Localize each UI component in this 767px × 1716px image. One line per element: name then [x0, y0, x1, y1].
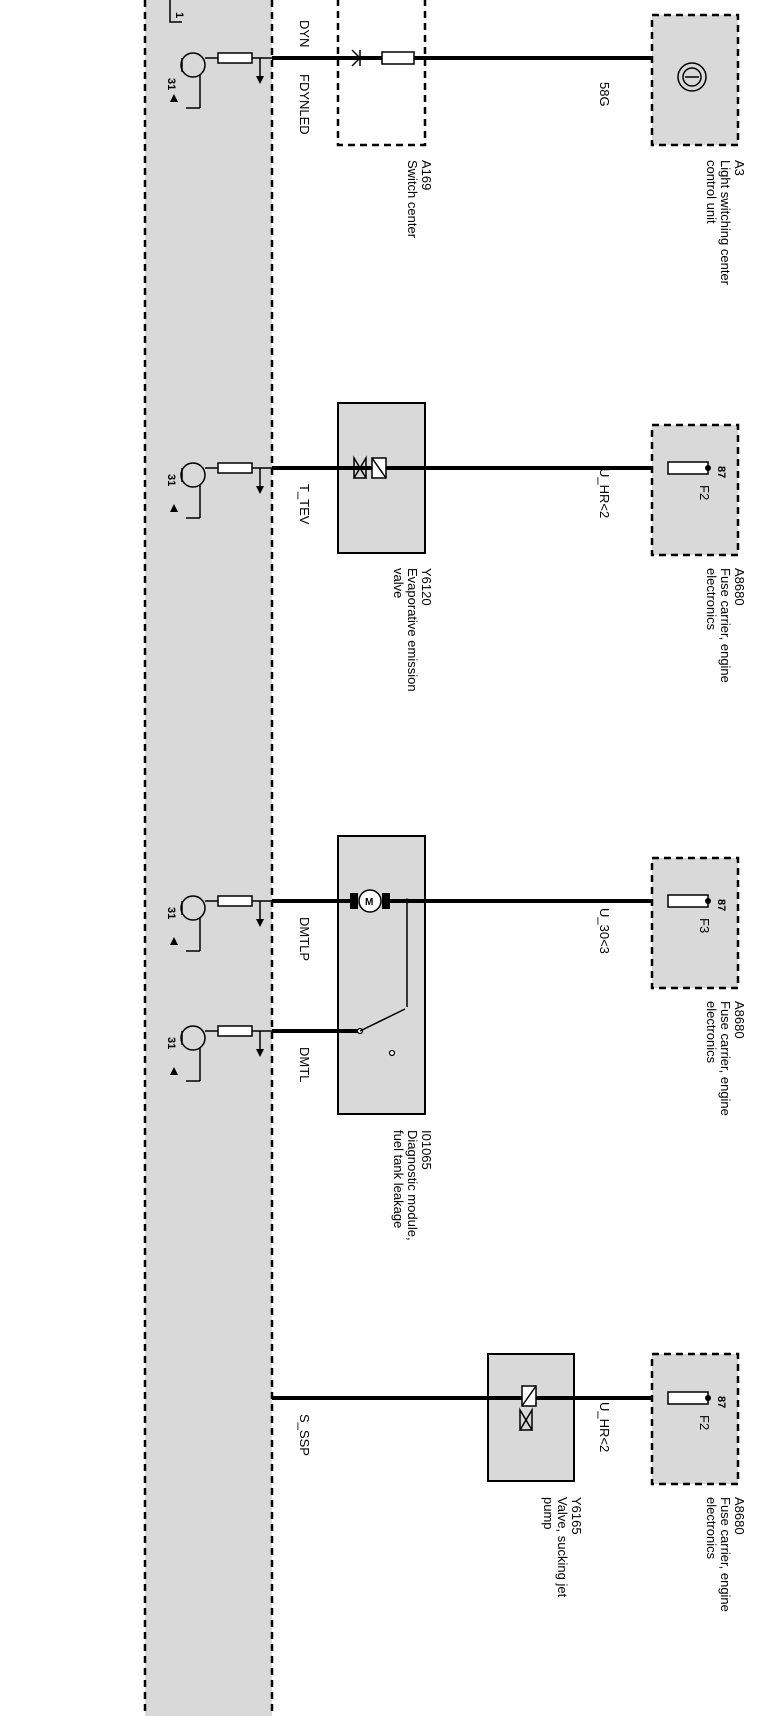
component-id: A8680	[732, 1001, 747, 1039]
fuse-name-label: F2	[697, 1415, 712, 1430]
component-desc: pump	[541, 1497, 556, 1530]
control-unit-box	[143, 0, 274, 1716]
component-id: Y6165	[569, 1497, 584, 1535]
fuse-icon	[667, 1391, 709, 1405]
valve-icon	[352, 455, 368, 479]
transistor-symbol	[180, 895, 206, 921]
fuse-icon	[667, 894, 709, 908]
component-id: A8680	[732, 1497, 747, 1535]
component-desc: Fuse carrier, engine	[718, 1497, 733, 1612]
top-partial-circuit: 1	[169, 0, 185, 23]
caption-a169: A169 Switch center	[405, 160, 434, 239]
fuse-name-label: F3	[697, 918, 712, 933]
fuse-carrier-box	[650, 423, 740, 557]
component-desc: Fuse carrier, engine	[718, 568, 733, 683]
fuse-pin-label: 87	[715, 466, 727, 478]
resistor-symbol	[217, 895, 253, 907]
ground-arrow	[170, 937, 178, 945]
component-desc: Evaporative emission	[405, 568, 420, 692]
light-switching-center-box	[650, 13, 740, 147]
component-id: A8680	[732, 568, 747, 606]
signal-label-dyn: DYN	[297, 20, 312, 47]
transistor-symbol	[180, 1025, 206, 1051]
signal-label-s-ssp: S_SSP	[297, 1414, 312, 1456]
component-desc: fuel tank leakage	[391, 1130, 406, 1228]
component-desc: Diagnostic module,	[405, 1130, 420, 1241]
component-desc: Light switching center	[718, 160, 733, 286]
component-desc: electronics	[704, 568, 719, 631]
transistor-symbol	[180, 462, 206, 488]
caption-fuse1: A8680 Fuse carrier, engine electronics	[704, 568, 747, 683]
component-desc: Valve, sucking jet	[555, 1497, 570, 1598]
ground-arrow	[170, 94, 178, 102]
signal-label-dmtl: DMTL	[297, 1047, 312, 1082]
caption-y6165: Y6165 Valve, sucking jet pump	[541, 1497, 584, 1598]
ground-pin-label: 31	[165, 1037, 177, 1049]
caption-fuse3: A8680 Fuse carrier, engine electronics	[704, 1497, 747, 1612]
signal-label-fdynled: FDYNLED	[297, 74, 312, 135]
ground-pin-label: 31	[165, 78, 177, 90]
switch-contact-icon	[359, 1008, 406, 1032]
component-id: Y6120	[419, 568, 434, 606]
diagnostic-module-box	[337, 835, 426, 1115]
ground-pin-label: 31	[165, 907, 177, 919]
component-desc: Fuse carrier, engine	[718, 1001, 733, 1116]
component-id: I01065	[419, 1130, 434, 1170]
component-desc: electronics	[704, 1497, 719, 1560]
switch-center-box	[336, 0, 427, 147]
component-id: A3	[732, 160, 747, 176]
transistor-symbol	[180, 52, 206, 78]
signal-label-t-tev: T_TEV	[297, 484, 312, 525]
component-desc: valve	[391, 568, 406, 598]
ground-arrow	[170, 1067, 178, 1075]
caption-fuse2: A8680 Fuse carrier, engine electronics	[704, 1001, 747, 1116]
component-desc: control unit	[704, 160, 719, 224]
fuse-pin-label: 87	[715, 899, 727, 911]
component-id: A169	[419, 160, 434, 190]
resistor-symbol	[217, 1025, 253, 1037]
circuit-dmtl: 31 DMTLP 31 DMTL M U_3	[165, 835, 740, 1115]
light-switch-icon	[677, 62, 707, 92]
resistor-symbol	[217, 462, 253, 474]
fuse-name-label: F2	[697, 485, 712, 500]
fuse-carrier-box	[650, 856, 740, 990]
signal-label-dmtlp: DMTLP	[297, 917, 312, 961]
ground-pin-label: 31	[165, 474, 177, 486]
component-desc: Switch center	[405, 160, 420, 239]
component-desc: electronics	[704, 1001, 719, 1064]
caption-i01065: I01065 Diagnostic module, fuel tank leak…	[391, 1130, 434, 1241]
fuse-pin-label: 87	[715, 1396, 727, 1408]
motor-icon	[358, 889, 382, 913]
led-icon	[351, 49, 362, 67]
sucking-jet-valve-box	[487, 1353, 575, 1482]
svg-text:M: M	[365, 897, 373, 908]
wire-label-u-hr-2-b: U_HR<2	[597, 1402, 612, 1452]
caption-y6120: Y6120 Evaporative emission valve	[391, 568, 434, 692]
circuit-s-ssp: S_SSP U_HR<2 87 F2	[272, 1352, 740, 1486]
caption-a3: A3 Light switching center control unit	[704, 160, 747, 286]
fuse-icon	[667, 461, 709, 475]
wire-label-u-30-3: U_30<3	[597, 908, 612, 954]
circuit-t-tev: 31 T_TEV U_HR<2 87 F2	[165, 402, 740, 557]
pin-label: 1	[173, 12, 185, 18]
wire-label-58g: 58G	[597, 82, 612, 107]
wire-label-u-hr-2: U_HR<2	[597, 468, 612, 518]
fuse-carrier-box	[650, 1352, 740, 1486]
circuit-58g: 31 DYN FDYNLED 58G	[165, 0, 740, 147]
ground-arrow	[170, 504, 178, 512]
valve-icon	[518, 1407, 534, 1431]
resistor-symbol	[217, 52, 253, 64]
